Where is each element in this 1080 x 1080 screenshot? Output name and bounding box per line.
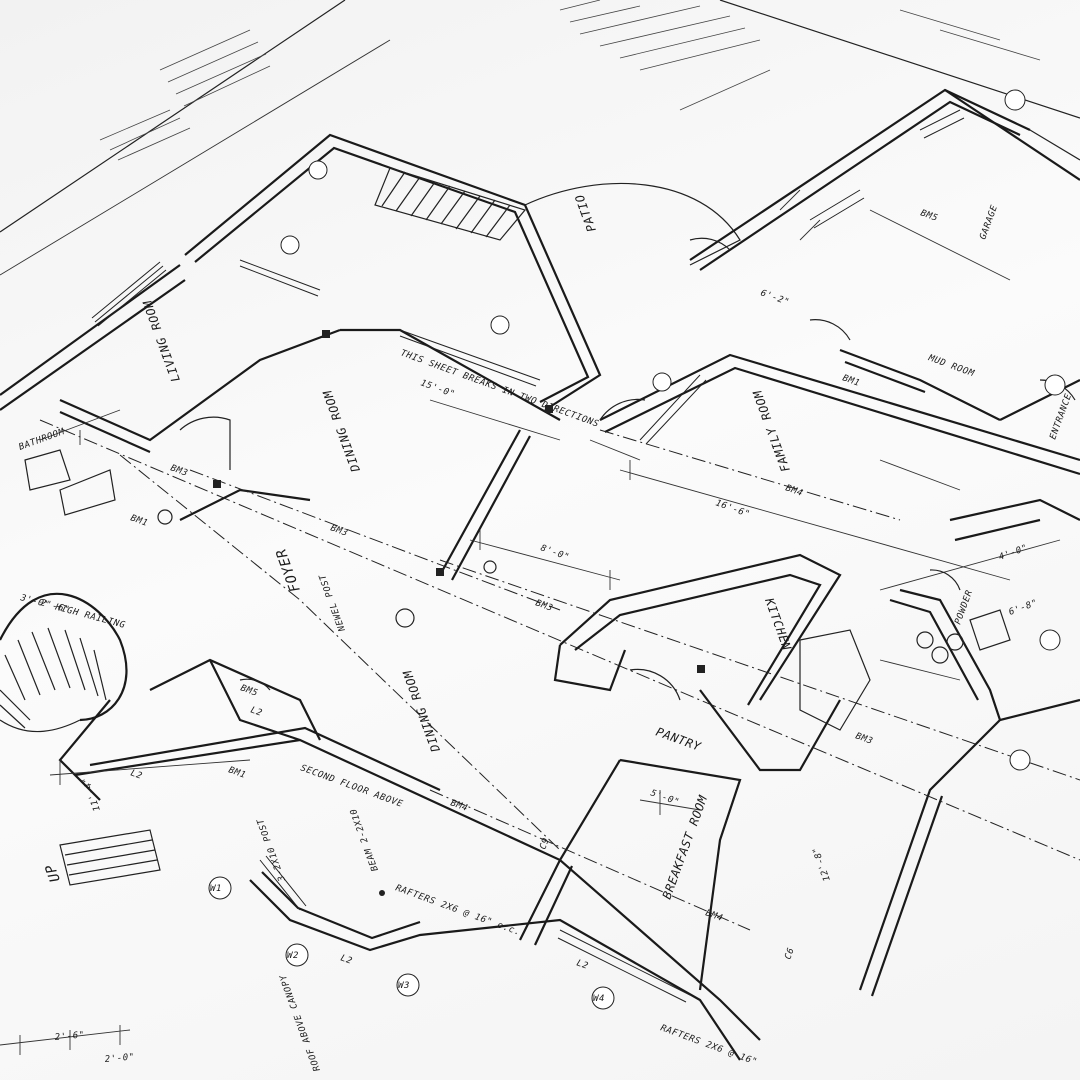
room-label-entrance: ENTRANCE (1048, 392, 1074, 441)
tag-bm3-d: BM3 (854, 731, 874, 747)
dim-2-6: 2'-6" (54, 1030, 85, 1043)
tag-bm1-a: BM1 (129, 513, 149, 529)
beam-lines (39, 419, 1080, 931)
note-newel-post: NEWEL POST (318, 572, 348, 633)
dim-15-0: 15'-0" (419, 378, 456, 400)
tag-bm4-a: BM4 (784, 483, 804, 499)
tag-l2-c: L2 (575, 958, 590, 972)
tag-c6: C6 (783, 946, 797, 961)
tag-bm1-b: BM1 (227, 765, 247, 781)
dim-2-6-b: 2'-6" (39, 598, 71, 615)
room-label-bathroom: BATHROOM (18, 427, 67, 453)
room-label-dining-room: DINING ROOM (400, 668, 443, 755)
tag-w3: W3 (398, 981, 410, 991)
tag-bm3-b: BM3 (329, 523, 349, 539)
tag-bm3-c: BM3 (534, 598, 554, 614)
room-label-living-room: LIVING ROOM (140, 298, 183, 384)
dimension-lines (0, 189, 1061, 1055)
tag-bm5-a: BM5 (239, 683, 259, 699)
room-label-dining-room-upper: DINING ROOM (320, 388, 363, 475)
tag-c9: C9 (538, 836, 552, 851)
room-label-garage: GARAGE (978, 204, 1000, 241)
tag-l2-d: L2 (129, 768, 144, 782)
tag-bm5-b: BM5 (919, 208, 939, 224)
tag-bm4-b: BM4 (449, 798, 469, 814)
interior-walls (58, 328, 1080, 991)
dim-6-2: 6'-2" (759, 288, 791, 308)
room-label-family-room: FAMILY ROOM (750, 388, 793, 474)
dim-6-8: 6'-8" (1008, 598, 1040, 618)
tag-w4: W4 (593, 994, 605, 1004)
annotation-notes: UP 3'-0" HIGH RAILING SECOND FLOOR ABOVE… (18, 348, 758, 1072)
dim-12-8: 12'-8" (811, 845, 833, 882)
note-stair-up: UP (43, 862, 64, 884)
tag-l2-b: L2 (339, 953, 354, 967)
dim-11-4: 11'-4" (81, 775, 103, 812)
tag-l2-a: L2 (249, 705, 264, 719)
tag-w2: W2 (287, 951, 299, 961)
note-beam: BEAM 2-2X10 (349, 807, 381, 873)
note-post: 3-2X10 POST (256, 817, 288, 884)
note-second-floor-above: SECOND FLOOR ABOVE (299, 763, 404, 809)
room-label-pantry: PANTRY (654, 725, 703, 754)
general-notes (99, 0, 1041, 161)
note-rafters-2: RAFTERS 2X6 @ 16" (659, 1023, 759, 1067)
note-railing: 3'-0" HIGH RAILING (18, 593, 126, 631)
note-roof-overhang: ROOF ABOVE CANOPY (278, 973, 322, 1073)
tag-bm3-a: BM3 (169, 463, 189, 479)
windows (91, 109, 965, 1003)
fixtures (24, 449, 1011, 731)
exterior-walls (0, 88, 1080, 1061)
curved-stair (0, 592, 128, 733)
tag-w1: W1 (210, 884, 222, 894)
room-label-foyer: FOYER (273, 546, 303, 594)
dim-8-0: 8'-0" (539, 543, 571, 563)
room-label-patio: PATIO (572, 192, 599, 234)
room-label-breakfast-room: BREAKFAST ROOM (660, 793, 711, 901)
straight-stair (374, 167, 527, 241)
front-steps (59, 829, 161, 886)
door-swings (179, 237, 1076, 701)
tag-bm4-c: BM4 (704, 908, 724, 924)
window-tags: W1 W2 W3 W4 (208, 89, 1066, 1010)
room-label-mud-room: MUD ROOM (926, 353, 976, 379)
room-label-powder: POWDER (953, 589, 975, 626)
dim-4-0: 4'-0" (998, 543, 1030, 563)
dim-5-0: 5'-0" (649, 788, 681, 808)
dim-2-0: 2'-0" (104, 1052, 135, 1065)
room-label-kitchen: KITCHEN (762, 595, 794, 652)
column-markers (213, 330, 705, 896)
tag-bm1-c: BM1 (841, 373, 861, 389)
